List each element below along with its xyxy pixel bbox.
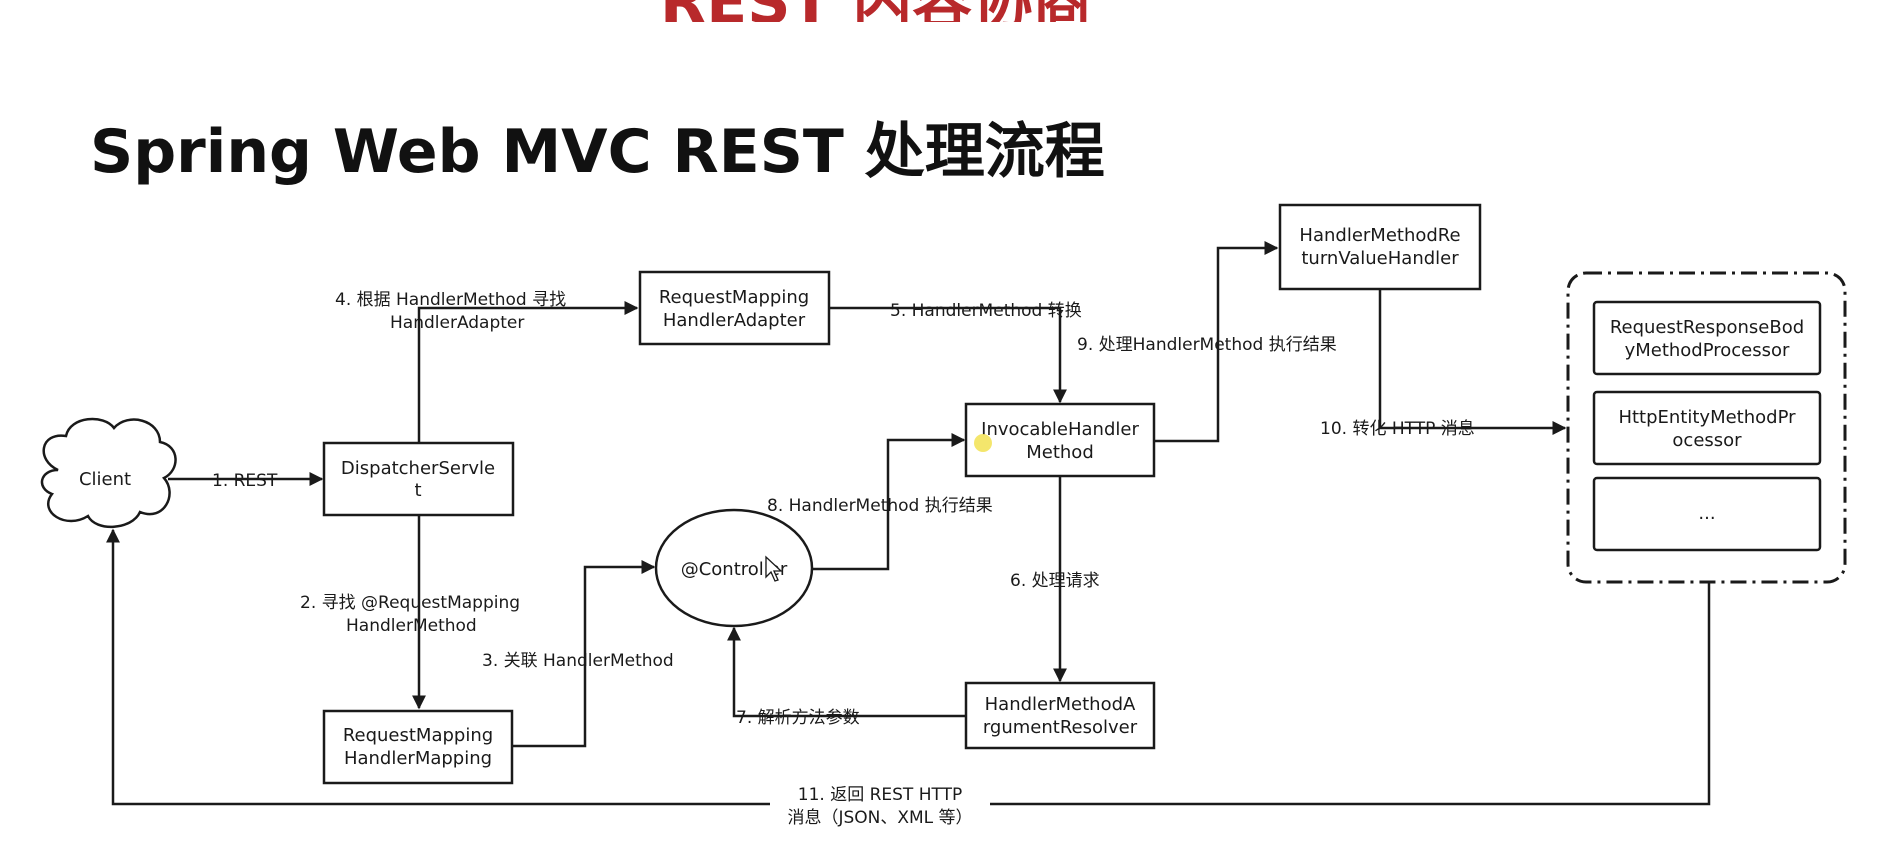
controller-label: @Controller <box>681 559 788 580</box>
rm-handler-mapping-node: RequestMapping HandlerMapping <box>322 709 514 785</box>
processor-3-label: ... <box>1698 503 1715 524</box>
rm-handler-adapter-node: RequestMapping HandlerAdapter <box>638 270 831 346</box>
page-title: Spring Web MVC REST 处理流程 <box>90 117 1105 187</box>
processor-1-label-2: yMethodProcessor <box>1625 340 1790 361</box>
step-5-label: 5. HandlerMethod 转换 <box>890 301 1082 321</box>
invocable-label-2: Method <box>1026 442 1094 463</box>
step-11-label-2: 消息（JSON、XML 等） <box>787 808 972 828</box>
step-8-label: 8. HandlerMethod 执行结果 <box>767 496 993 516</box>
top-title-clip: REST 内容协商 <box>0 0 1879 22</box>
argument-resolver-node: HandlerMethodA rgumentResolver <box>964 681 1156 750</box>
step-2-label-2: HandlerMethod <box>346 616 477 636</box>
step-2-label-1: 2. 寻找 @RequestMapping <box>300 593 520 613</box>
dispatcher-label-1: DispatcherServle <box>341 458 495 479</box>
processor-2-label-2: ocessor <box>1672 430 1742 451</box>
argument-resolver-label-2: rgumentResolver <box>983 717 1138 738</box>
step-6-label: 6. 处理请求 <box>1010 571 1100 591</box>
step-4-label-2: HandlerAdapter <box>390 313 524 333</box>
return-value-handler-label-2: turnValueHandler <box>1301 248 1459 269</box>
edge-8-result <box>812 433 966 571</box>
edge-3-associate <box>512 560 656 748</box>
step-10-label: 10. 转化 HTTP 消息 <box>1320 419 1475 439</box>
rm-handler-mapping-label-2: HandlerMapping <box>344 748 492 769</box>
step-9-label: 9. 处理HandlerMethod 执行结果 <box>1077 335 1337 355</box>
dispatcher-label-2: t <box>414 480 421 501</box>
processor-2-label-1: HttpEntityMethodPr <box>1618 407 1796 428</box>
processor-1-label-1: RequestResponseBod <box>1610 317 1804 338</box>
rm-handler-mapping-label-1: RequestMapping <box>343 725 493 746</box>
dispatcher-servlet-node: DispatcherServle t <box>322 441 515 517</box>
controller-node: @Controller <box>654 508 814 628</box>
step-11-label-1: 11. 返回 REST HTTP <box>798 785 962 805</box>
step-7-label: 7. 解析方法参数 <box>736 708 860 728</box>
return-value-handler-label-1: HandlerMethodRe <box>1299 225 1460 246</box>
step-4-label-1: 4. 根据 HandlerMethod 寻找 <box>335 290 566 310</box>
edge-9-handle-result <box>1154 241 1279 443</box>
edge-7-resolve-args <box>727 626 966 718</box>
argument-resolver-label-1: HandlerMethodA <box>985 694 1136 715</box>
processors-group: RequestResponseBod yMethodProcessor Http… <box>1566 271 1847 584</box>
slide-top-title: REST 内容协商 <box>660 0 1092 22</box>
step-1-label: 1. REST <box>212 471 278 491</box>
client-label: Client <box>79 469 131 490</box>
client-node: Client <box>40 417 177 529</box>
invocable-handler-method-node: InvocableHandler Method <box>964 402 1156 478</box>
step-11-label-group: 11. 返回 REST HTTP 消息（JSON、XML 等） <box>770 785 990 830</box>
rm-handler-adapter-label-2: HandlerAdapter <box>663 310 806 331</box>
edge-10-convert-http <box>1378 290 1567 435</box>
mouse-cursor-icon <box>765 555 783 582</box>
invocable-label-1: InvocableHandler <box>981 419 1139 440</box>
step-3-label: 3. 关联 HandlerMethod <box>482 651 674 671</box>
edge-5-convert <box>830 306 1067 404</box>
rm-handler-adapter-label-1: RequestMapping <box>659 287 809 308</box>
cursor-highlight <box>974 434 992 452</box>
return-value-handler-node: HandlerMethodRe turnValueHandler <box>1278 203 1482 291</box>
edge-4-find-adapter <box>417 301 639 443</box>
